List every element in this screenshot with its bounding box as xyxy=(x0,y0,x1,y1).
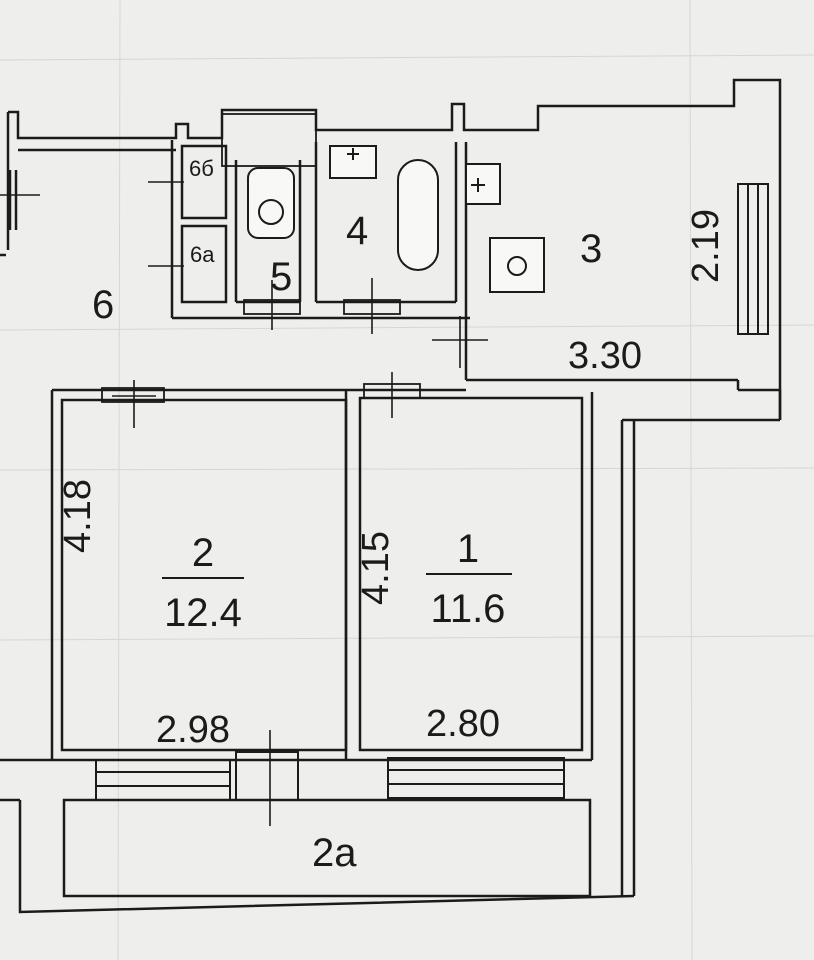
room-2-width: 2.98 xyxy=(156,709,230,751)
room-1-height: 4.15 xyxy=(355,531,397,605)
walls xyxy=(0,78,782,914)
bathtub xyxy=(397,159,439,271)
room-6b-number: 6б xyxy=(189,156,214,181)
room-2a-number: 2a xyxy=(312,831,357,875)
labels: 6 6б 6a 5 4 3 3.30 2.19 4.18 2 12.4 2.98… xyxy=(57,156,727,875)
closet-6a-frame xyxy=(180,224,228,304)
room-6-number: 6 xyxy=(92,283,114,327)
balcony-door xyxy=(235,751,299,801)
room-1-area: 11.6 xyxy=(431,587,506,631)
room-1-number: 1 xyxy=(457,527,479,571)
vent-shaft xyxy=(221,113,317,167)
windows xyxy=(95,183,769,801)
toilet-bowl xyxy=(258,199,284,225)
balcony-2a-walls xyxy=(62,798,592,898)
room-1-walls xyxy=(358,396,584,752)
window-room-1 xyxy=(387,757,565,799)
room-2-number: 2 xyxy=(192,531,214,575)
room-2-height: 4.18 xyxy=(57,479,99,553)
room-3-height: 2.19 xyxy=(685,209,727,283)
outer-wall-top xyxy=(8,78,782,420)
window-room-3 xyxy=(737,183,769,335)
door-room-2 xyxy=(101,387,165,403)
window-room-2 xyxy=(95,759,231,801)
room-5-number: 5 xyxy=(270,255,292,299)
room-6a-number: 6a xyxy=(190,242,215,267)
room-2-area: 12.4 xyxy=(164,591,242,635)
toilet-tank xyxy=(247,167,295,239)
room-2-walls xyxy=(60,398,348,752)
room-3-number: 3 xyxy=(580,227,602,271)
stove-burner xyxy=(507,256,527,276)
room-3-width: 3.30 xyxy=(568,335,642,377)
room-1-width: 2.80 xyxy=(426,703,500,745)
stove xyxy=(489,237,545,293)
light-markers xyxy=(112,181,488,826)
room-4-number: 4 xyxy=(346,209,368,253)
fixtures xyxy=(247,145,545,293)
